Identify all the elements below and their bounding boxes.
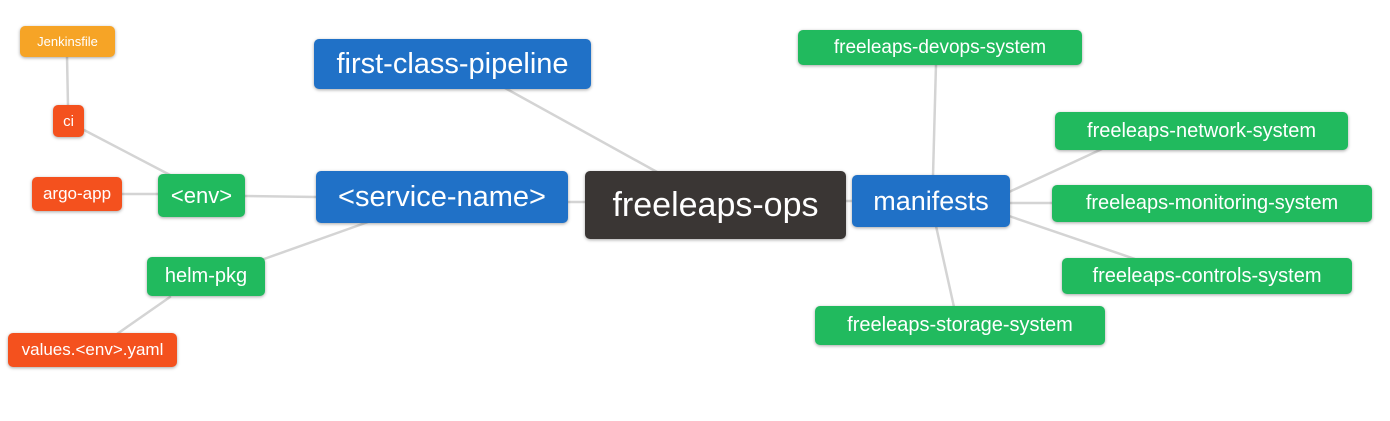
- edge-env-service-name: [242, 194, 319, 199]
- node-argo-app[interactable]: argo-app: [32, 177, 122, 211]
- edge-manifests-freeleaps-storage-system: [934, 224, 956, 309]
- node-manifests[interactable]: manifests: [852, 175, 1010, 227]
- edge-jenkinsfile-ci: [65, 54, 70, 108]
- node-label-freeleaps-controls-system: freeleaps-controls-system: [1092, 264, 1322, 287]
- node-freeleaps-storage-system[interactable]: freeleaps-storage-system: [815, 306, 1105, 345]
- node-helm-pkg[interactable]: helm-pkg: [147, 257, 265, 296]
- node-label-manifests: manifests: [873, 185, 989, 216]
- node-label-freeleaps-storage-system: freeleaps-storage-system: [847, 314, 1073, 336]
- node-freeleaps-monitoring-system[interactable]: freeleaps-monitoring-system: [1052, 185, 1372, 222]
- edge-manifests-freeleaps-controls-system: [1007, 214, 1137, 261]
- node-label-helm-pkg: helm-pkg: [164, 265, 248, 287]
- edge-manifests-freeleaps-devops-system: [931, 62, 938, 178]
- node-label-jenkinsfile: Jenkinsfile: [37, 34, 98, 49]
- node-label-argo-app: argo-app: [42, 184, 112, 203]
- node-freeleaps-network-system[interactable]: freeleaps-network-system: [1055, 112, 1348, 150]
- node-ci[interactable]: ci: [53, 105, 84, 137]
- node-label-freeleaps-network-system: freeleaps-network-system: [1087, 119, 1316, 142]
- node-jenkinsfile[interactable]: Jenkinsfile: [20, 26, 115, 57]
- edge-values-env-yaml-helm-pkg: [115, 295, 172, 336]
- node-label-service-name: <service-name>: [338, 180, 546, 213]
- node-label-freeleaps-devops-system: freeleaps-devops-system: [833, 36, 1047, 58]
- node-label-freeleaps-monitoring-system: freeleaps-monitoring-system: [1085, 192, 1339, 214]
- edge-first-class-pipeline-freeleaps-ops: [503, 86, 659, 174]
- node-freeleaps-devops-system[interactable]: freeleaps-devops-system: [798, 30, 1082, 65]
- node-label-ci: ci: [63, 112, 74, 130]
- node-label-env: <env>: [170, 182, 233, 208]
- node-freeleaps-controls-system[interactable]: freeleaps-controls-system: [1062, 258, 1352, 294]
- edge-ci-env: [82, 128, 174, 178]
- node-label-freeleaps-ops: freeleaps-ops: [612, 185, 819, 224]
- node-label-values-env-yaml: values.<env>.yaml: [21, 340, 164, 359]
- node-service-name[interactable]: <service-name>: [316, 171, 568, 223]
- node-label-first-class-pipeline: first-class-pipeline: [336, 47, 569, 80]
- node-env[interactable]: <env>: [158, 174, 245, 217]
- node-values-env-yaml[interactable]: values.<env>.yaml: [8, 333, 177, 367]
- edge-helm-pkg-service-name: [262, 220, 370, 261]
- node-freeleaps-ops[interactable]: freeleaps-ops: [585, 171, 846, 239]
- node-first-class-pipeline[interactable]: first-class-pipeline: [314, 39, 591, 89]
